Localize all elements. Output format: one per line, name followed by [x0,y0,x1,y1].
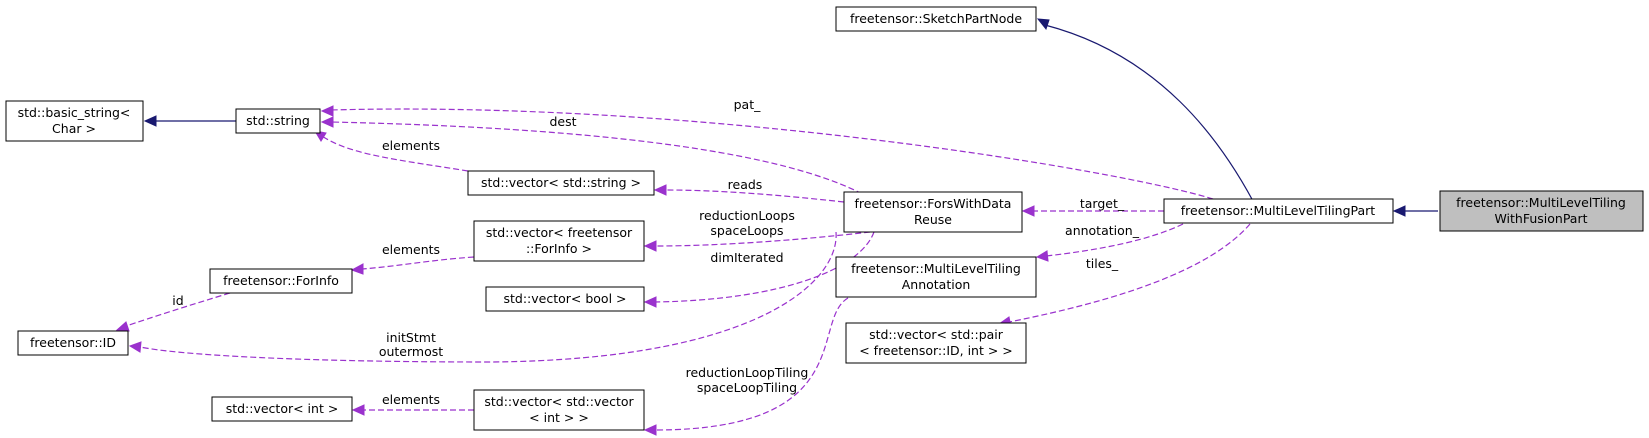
svg-text:Char >: Char > [52,121,96,136]
edge-label-space-loops: spaceLoops [710,223,783,238]
edge-label-elements-string: elements [382,138,440,153]
edge-inherit-sketchpartnode [1036,18,1254,202]
edge-label-outermost: outermost [379,344,443,359]
svg-text:Annotation: Annotation [902,277,971,292]
edge-loop-tiling: reductionLoopTiling spaceLoopTiling [643,297,849,436]
node-vector-vector-int[interactable]: std::vector< std::vector < int > > [473,389,645,431]
edge-label-target: target_ [1080,196,1125,211]
edge-reads: reads [653,177,845,203]
svg-text:std::vector< std::pair: std::vector< std::pair [869,327,1004,342]
node-std-string[interactable]: std::string [235,108,321,134]
svg-text:< freetensor::ID, int > >: < freetensor::ID, int > > [859,343,1013,358]
node-sketch-part-node[interactable]: freetensor::SketchPartNode [835,6,1037,32]
edge-label-tiles: tiles_ [1086,256,1119,271]
edge-pat: pat_ [320,97,1214,200]
svg-text:freetensor::MultiLevelTiling: freetensor::MultiLevelTiling [1456,195,1626,210]
edge-label-elements-forinfo: elements [382,242,440,257]
node-mlt-annotation[interactable]: freetensor::MultiLevelTiling Annotation [835,256,1037,298]
edge-elements-int: elements [351,392,474,416]
edge-label-reduction-loop-tiling: reductionLoopTiling [686,365,809,380]
edge-label-dim-iterated: dimIterated [710,250,783,265]
svg-text:freetensor::ForInfo: freetensor::ForInfo [223,273,339,288]
svg-text:std::basic_string<: std::basic_string< [18,105,131,120]
edge-label-annotation: annotation_ [1065,223,1140,238]
edge-annotation: annotation_ [1035,223,1184,262]
svg-text:Reuse: Reuse [914,212,952,227]
edge-label-pat: pat_ [734,97,761,112]
edge-label-init-stmt: initStmt [386,330,436,345]
svg-text:WithFusionPart: WithFusionPart [1494,211,1587,226]
edge-init-outermost: initStmt outermost [128,231,837,363]
svg-text:freetensor::MultiLevelTilingPa: freetensor::MultiLevelTilingPart [1181,203,1376,218]
edge-dest: dest [320,114,871,199]
edge-inherit-basic-string [143,115,236,127]
edge-label-space-loop-tiling: spaceLoopTiling [697,380,797,395]
svg-text:std::string: std::string [246,113,310,128]
svg-text:std::vector< std::vector: std::vector< std::vector [484,394,634,409]
edge-tiles: tiles_ [997,223,1251,328]
node-id[interactable]: freetensor::ID [17,330,129,356]
node-mlt-with-fusion-part[interactable]: freetensor::MultiLevelTiling WithFusionP… [1439,190,1644,232]
node-multi-level-tiling-part[interactable]: freetensor::MultiLevelTilingPart [1163,198,1394,224]
edge-label-id: id [172,293,183,308]
node-vector-forinfo[interactable]: std::vector< freetensor ::ForInfo > [473,220,645,262]
edge-dim-iterated: dimIterated [643,231,875,308]
node-fors-with-data-reuse[interactable]: freetensor::ForsWithData Reuse [843,191,1023,233]
edge-elements-string: elements [314,130,469,172]
edge-target: target_ [1021,196,1164,217]
edge-elements-forinfo: elements [350,242,475,275]
node-forinfo[interactable]: freetensor::ForInfo [209,268,353,294]
svg-text:< int > >: < int > > [529,410,589,425]
edge-label-dest: dest [549,114,576,129]
node-basic-string[interactable]: std::basic_string< Char > [5,100,144,142]
edge-label-reduction-loops: reductionLoops [699,208,795,223]
svg-text:freetensor::SketchPartNode: freetensor::SketchPartNode [850,11,1022,26]
node-vector-bool[interactable]: std::vector< bool > [485,286,645,312]
node-vector-pair[interactable]: std::vector< std::pair < freetensor::ID,… [845,322,1027,364]
node-vector-int[interactable]: std::vector< int > [211,396,353,422]
svg-text:freetensor::ID: freetensor::ID [30,335,116,350]
edge-label-elements-int: elements [382,392,440,407]
svg-text:freetensor::ForsWithData: freetensor::ForsWithData [855,196,1012,211]
edge-inherit-mltpart [1392,205,1438,217]
edge-reduction-space-loops: reductionLoops spaceLoops [643,208,871,252]
svg-text:std::vector< int >: std::vector< int > [226,401,339,416]
edge-id: id [115,292,231,332]
edge-label-reads: reads [728,177,763,192]
node-vector-string[interactable]: std::vector< std::string > [467,170,655,196]
svg-text:freetensor::MultiLevelTiling: freetensor::MultiLevelTiling [851,261,1021,276]
svg-text:std::vector< std::string >: std::vector< std::string > [481,175,641,190]
svg-text:std::vector< bool >: std::vector< bool > [503,291,626,306]
svg-text:std::vector< freetensor: std::vector< freetensor [486,225,633,240]
svg-text:::ForInfo >: ::ForInfo > [526,241,592,256]
